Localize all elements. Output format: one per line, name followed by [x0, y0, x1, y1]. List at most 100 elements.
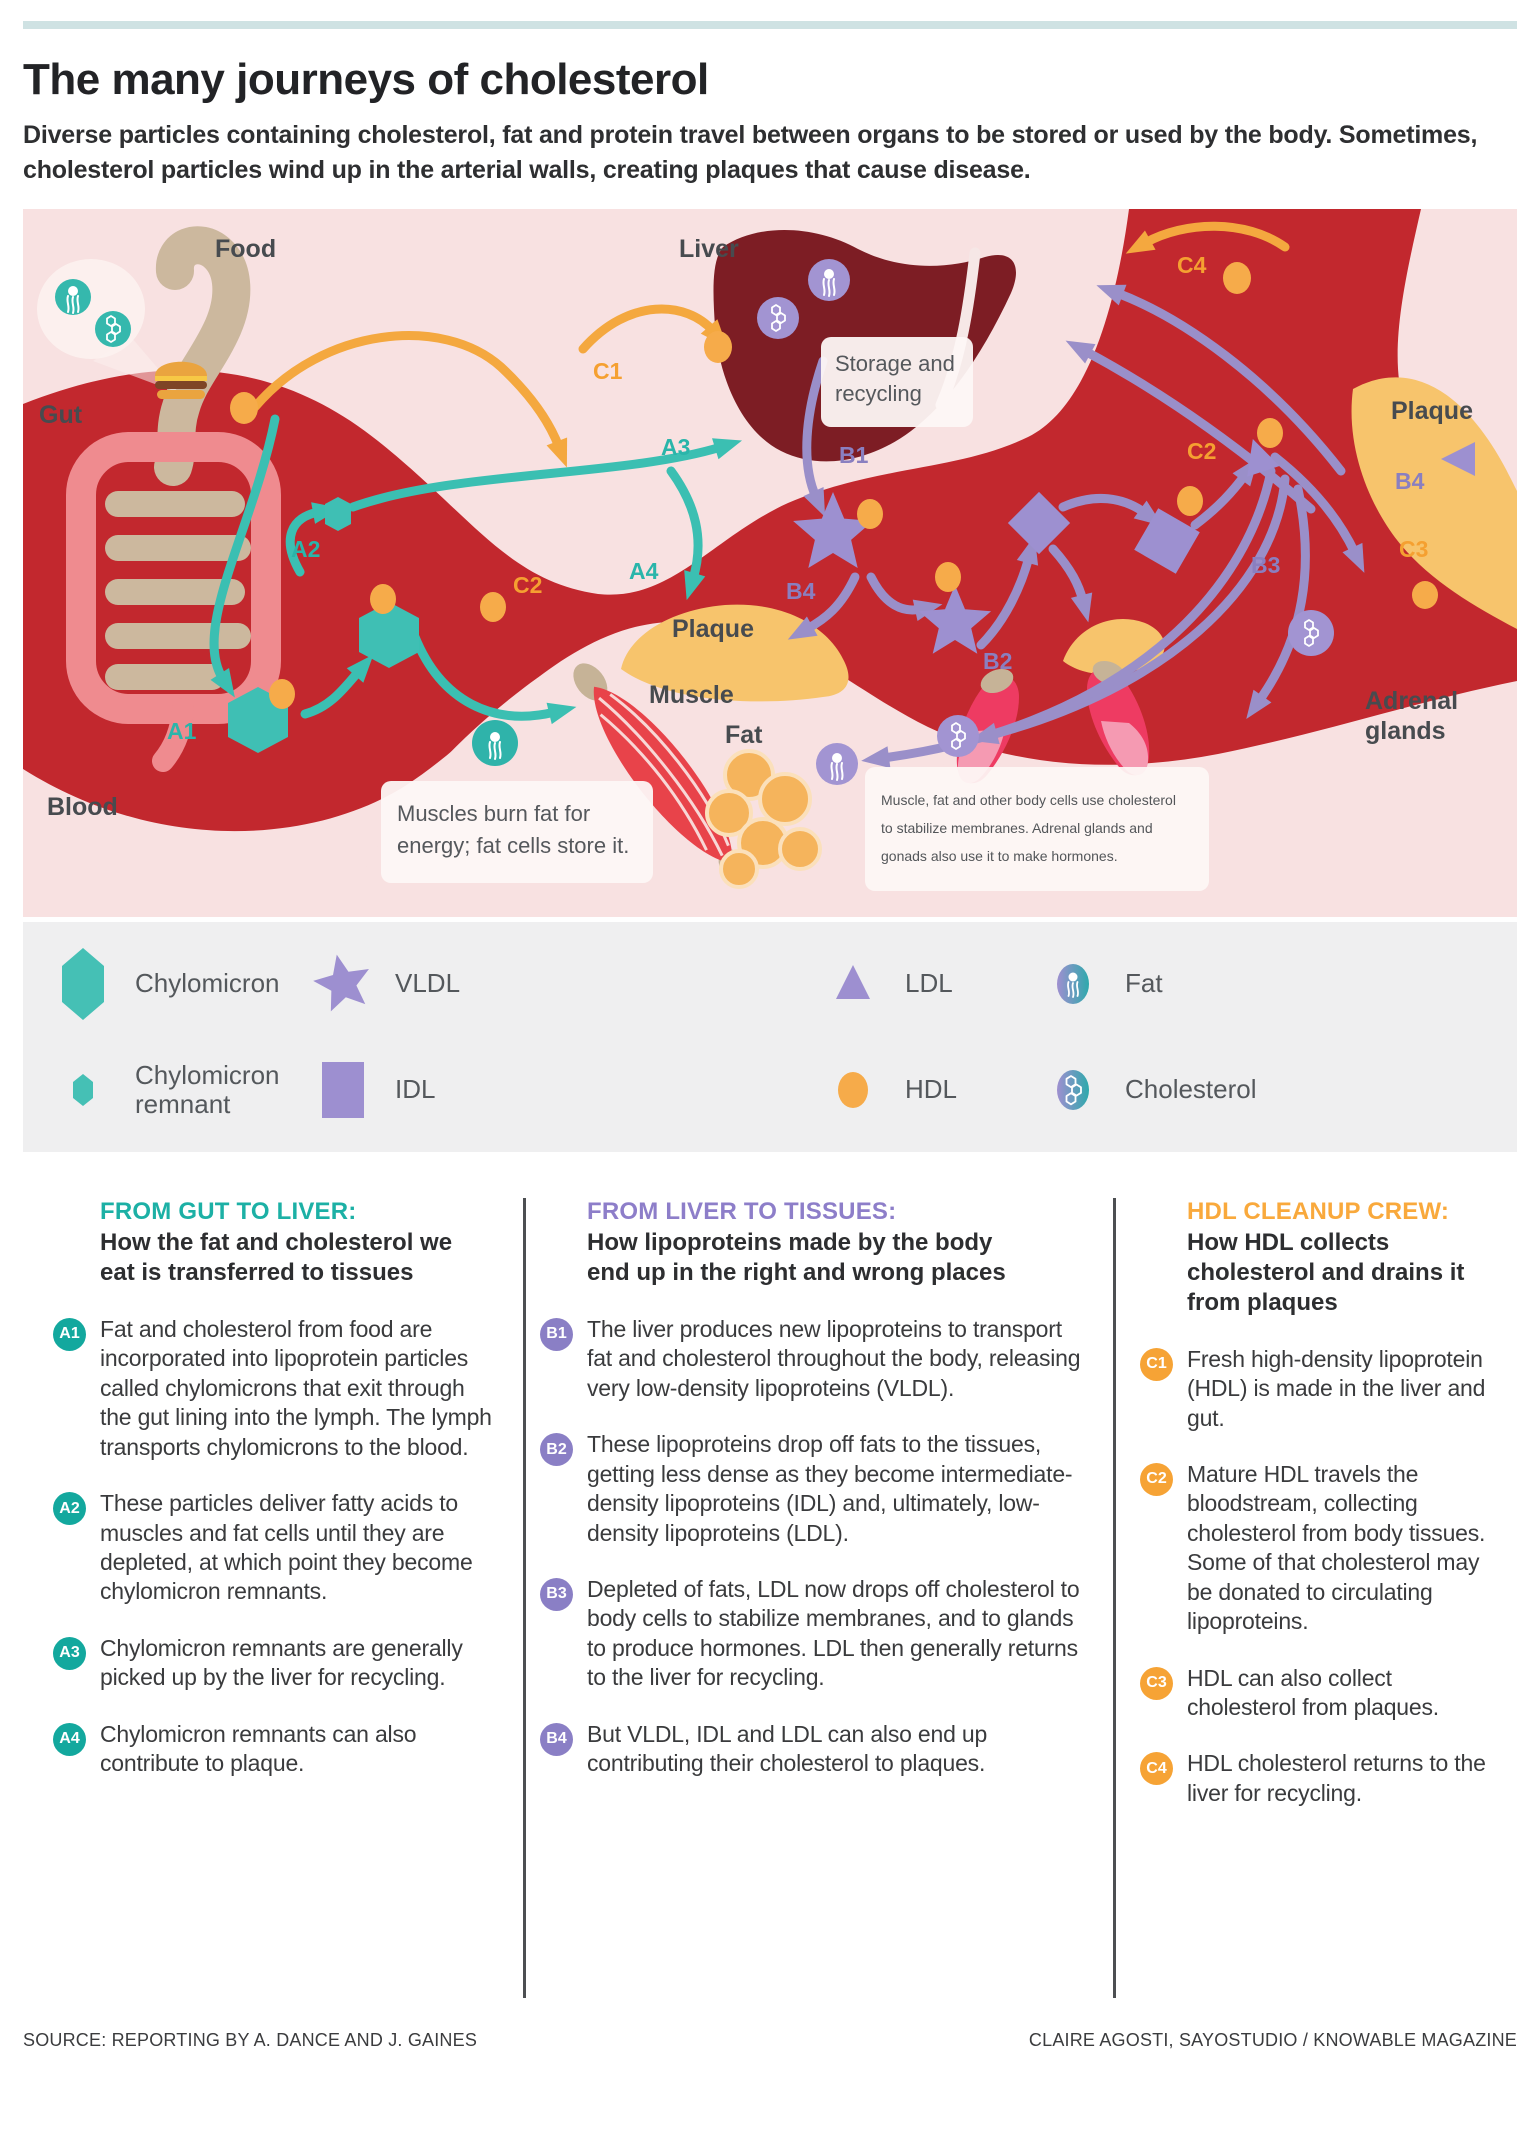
arrow-a2	[285, 502, 341, 577]
step-badge-c2: C2	[1140, 1462, 1173, 1496]
arrow-idl-to-ldl	[1190, 457, 1259, 530]
fat-particle-icon	[55, 279, 91, 316]
fat-icon	[1041, 938, 1105, 1030]
fat-particle-icon	[472, 720, 518, 767]
step-text: HDL can also collect cholesterol from pl…	[1187, 1664, 1439, 1721]
callout-text: Muscles burn fat for	[397, 801, 590, 826]
label-step-c3: C3	[1399, 536, 1428, 562]
label-step-a1: A1	[167, 718, 197, 744]
step-text: Fat and cholesterol from food are incorp…	[100, 1315, 492, 1460]
column-kicker: FROM LIVER TO TISSUES:	[587, 1198, 897, 1226]
step-badge-a4: A4	[53, 1722, 86, 1756]
step-badge-b3: B3	[540, 1577, 573, 1611]
label-step-c1: C1	[593, 358, 623, 384]
label-step-b3: B3	[1251, 552, 1280, 578]
callout-text: gonads also use it to make hormones.	[881, 848, 1118, 864]
column-gut-to-liver: FROM GUT TO LIVER: How the fat and chole…	[53, 1198, 523, 1998]
step-a3: A3 Chylomicron remnants are generally pi…	[53, 1634, 493, 1693]
arrow-vldl-to-vldl	[866, 572, 943, 622]
legend-label: Chylomicron	[135, 968, 280, 999]
label-liver: Liver	[679, 235, 739, 263]
step-badge-b4: B4	[540, 1722, 573, 1756]
arrow-b1	[802, 356, 828, 518]
callout-text: Muscle, fat and other body cells use cho…	[881, 792, 1176, 808]
step-b2: B2 These lipoproteins drop off fats to t…	[540, 1430, 1083, 1548]
step-badge-b2: B2	[540, 1433, 573, 1467]
step-text: The liver produces new lipoproteins to t…	[587, 1315, 1081, 1401]
legend-item-hdl: HDL	[793, 1037, 1013, 1143]
footer-source: SOURCE: REPORTING BY A. DANCE AND J. GAI…	[23, 2030, 478, 2051]
legend-item-chylomicron-remnant: Chylomicron remnant	[23, 1037, 283, 1143]
label-blood: Blood	[47, 793, 118, 821]
step-text: Chylomicron remnants can also contribute…	[100, 1720, 417, 1777]
column-title: How lipoproteins made by the body end up…	[587, 1229, 1006, 1287]
step-badge-a3: A3	[53, 1636, 86, 1670]
column-liver-to-tissues: FROM LIVER TO TISSUES: How lipoproteins …	[523, 1198, 1113, 1999]
column-kicker: FROM GUT TO LIVER:	[100, 1198, 357, 1226]
legend-label: IDL	[395, 1074, 436, 1105]
label-step-b4b: B4	[1395, 468, 1425, 494]
legend-label: VLDL	[395, 968, 461, 999]
diagram-canvas: Storage and recycling Muscles burn fat f…	[23, 209, 1517, 918]
step-text: Mature HDL travels the bloodstream, coll…	[1187, 1460, 1486, 1635]
callout-cells-use-cholesterol: Muscle, fat and other body cells use cho…	[865, 767, 1209, 892]
arrow-b2	[976, 536, 1039, 650]
arrow-c1-liver	[578, 304, 728, 354]
label-step-a2: A2	[291, 536, 320, 562]
label-step-b4: B4	[786, 578, 816, 604]
cholesterol-particle-icon	[937, 715, 979, 758]
gut-illustration	[66, 226, 281, 773]
step-c1: C1 Fresh high-density lipoprotein (HDL) …	[1140, 1345, 1487, 1433]
step-text: Chylomicron remnants are generally picke…	[100, 1634, 463, 1691]
fat-particle-icon	[808, 259, 850, 302]
label-step-b2: B2	[983, 648, 1012, 674]
vldl-icon	[311, 938, 375, 1030]
step-text: But VLDL, IDL and LDL can also end up co…	[587, 1720, 988, 1777]
column-hdl-cleanup: HDL CLEANUP CREW: How HDL collects chole…	[1113, 1198, 1517, 1999]
arrow-b4-right	[1270, 452, 1365, 574]
chylomicron-icon	[51, 938, 115, 1030]
legend-item-ldl: LDL	[793, 931, 1013, 1037]
plaque-right-shape	[1351, 377, 1517, 630]
flow-arrows	[209, 222, 1365, 769]
step-text: These particles deliver fatty acids to m…	[100, 1490, 473, 1605]
arrow-a1	[209, 414, 280, 698]
step-b4: B4 But VLDL, IDL and LDL can also end up…	[540, 1720, 1083, 1779]
particle-legend: Chylomicron VLDL LDL Fat Ch	[23, 922, 1517, 1153]
label-gut: Gut	[39, 401, 83, 429]
ldl-icon	[821, 938, 885, 1030]
arrow-a4	[666, 466, 706, 601]
footer: SOURCE: REPORTING BY A. DANCE AND J. GAI…	[23, 2030, 1517, 2051]
cholesterol-particle-icon	[757, 297, 799, 340]
cholesterol-icon	[1041, 1044, 1105, 1136]
arrow-return-to-liver-1	[1096, 285, 1346, 476]
page-title: The many journeys of cholesterol	[23, 55, 709, 104]
hdl-circles	[230, 262, 1438, 710]
label-muscle: Muscle	[649, 681, 734, 709]
burger-icon	[155, 362, 207, 400]
step-badge-c4: C4	[1140, 1752, 1173, 1786]
idl-icon	[311, 1044, 375, 1136]
step-badge-c1: C1	[1140, 1347, 1173, 1381]
arrow-idl-to-idl	[1058, 494, 1163, 527]
hdl-icon	[821, 1044, 885, 1136]
step-badge-b1: B1	[540, 1317, 573, 1351]
cholesterol-particle-icon	[95, 311, 131, 348]
legend-item-cholesterol: Cholesterol	[1013, 1037, 1517, 1143]
column-title: How HDL collects cholesterol and drains …	[1187, 1229, 1465, 1316]
explanation-columns: FROM GUT TO LIVER: How the fat and chole…	[23, 1198, 1517, 1999]
idl-square-shape	[1134, 508, 1200, 575]
arrow-chylomicron-flow	[300, 654, 374, 719]
column-title: How the fat and cholesterol we eat is tr…	[100, 1229, 453, 1287]
footer-credit: CLAIRE AGOSTI, SAYOSTUDIO / KNOWABLE MAG…	[1028, 2030, 1517, 2051]
vldl-star-shape	[793, 492, 873, 569]
cholesterol-journey-diagram: Storage and recycling Muscles burn fat f…	[23, 209, 1517, 918]
lipoprotein-particles	[228, 262, 1475, 786]
legend-label: Chylomicron remnant	[135, 1059, 280, 1120]
chylomicron-remnant-shape	[325, 497, 351, 532]
page-subtitle: Diverse particles containing cholesterol…	[23, 121, 1478, 184]
arrow-c1	[250, 331, 568, 468]
ldl-triangle-shape	[1247, 439, 1280, 477]
label-adrenal-glands: Adrenal	[1365, 687, 1458, 715]
step-text: These lipoproteins drop off fats to the …	[587, 1431, 1073, 1546]
